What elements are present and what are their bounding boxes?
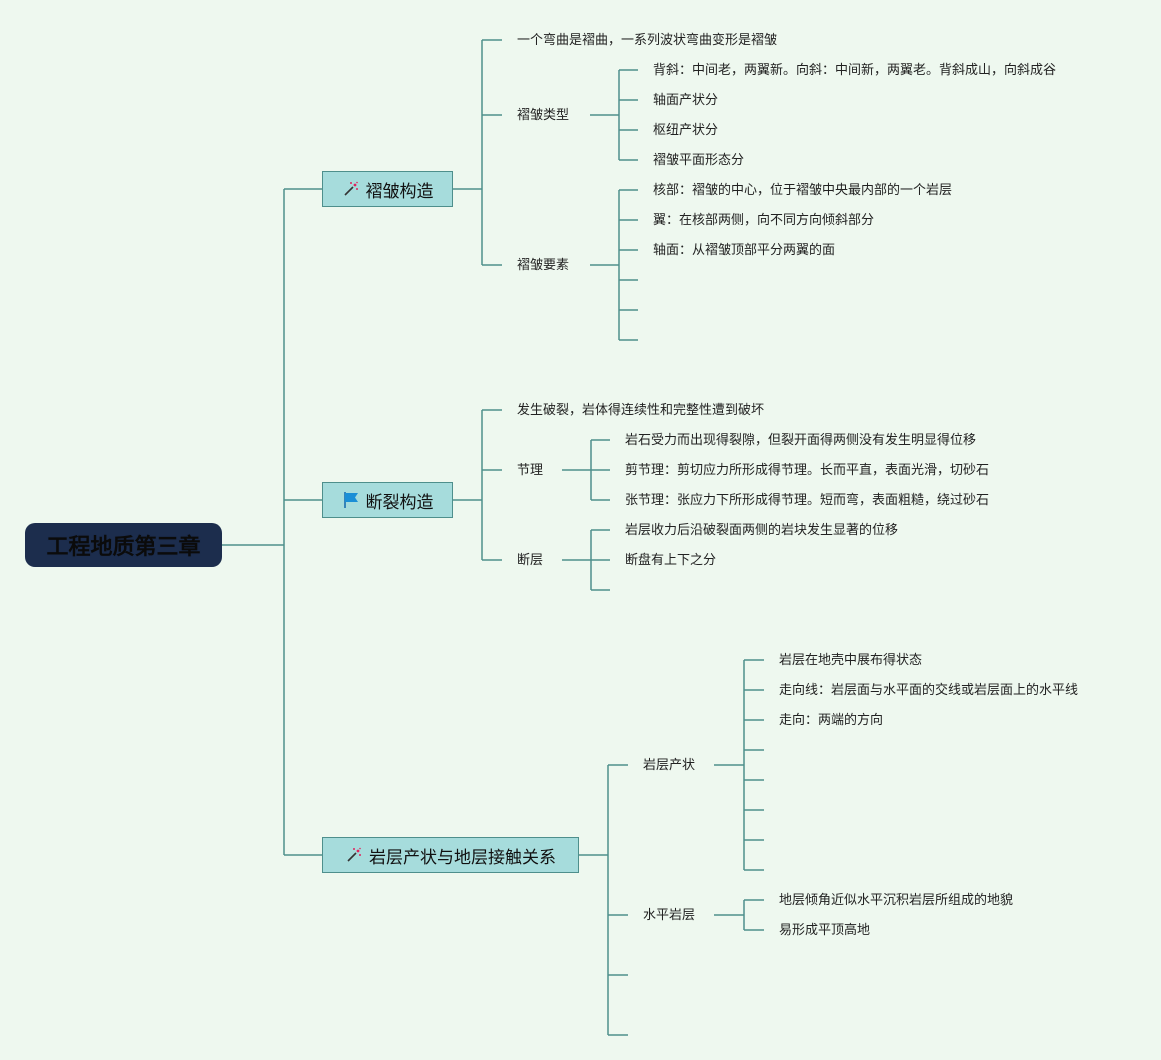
list-item[interactable]: 地层倾角近似水平沉积岩层所组成的地貌 — [779, 893, 1014, 908]
list-item[interactable]: 走向线：岩层面与水平面的交线或岩层面上的水平线 — [779, 683, 1079, 698]
list-item[interactable]: 岩石受力而出现得裂隙，但裂开面得两侧没有发生明显得位移 — [625, 433, 977, 448]
list-item[interactable]: 剪节理：剪切应力所形成得节理。长而平直，表面光滑，切砂石 — [625, 463, 990, 478]
list-item[interactable]: 枢纽产状分 — [653, 123, 719, 138]
list-item[interactable]: 走向：两端的方向 — [779, 713, 884, 728]
branch-intro[interactable]: 一个弯曲是褶曲，一系列波状弯曲变形是褶皱 — [517, 33, 778, 48]
magic-wand-icon — [342, 180, 360, 198]
branch-label: 褶皱构造 — [365, 181, 434, 202]
list-item[interactable]: 翼：在核部两侧，向不同方向倾斜部分 — [653, 213, 875, 228]
branch-label: 岩层产状与地层接触关系 — [369, 847, 556, 868]
magic-wand-icon — [345, 846, 363, 864]
list-item[interactable]: 褶皱平面形态分 — [653, 153, 745, 168]
subtopic-fold-types[interactable]: 褶皱类型 — [517, 108, 570, 123]
list-item[interactable]: 断盘有上下之分 — [625, 553, 717, 568]
list-item[interactable]: 易形成平顶高地 — [779, 923, 871, 938]
subtopic-joint[interactable]: 节理 — [517, 463, 544, 478]
subtopic-horizontal-strata[interactable]: 水平岩层 — [643, 908, 696, 923]
list-item[interactable]: 岩层在地壳中展布得状态 — [779, 653, 923, 668]
list-item[interactable]: 轴面：从褶皱顶部平分两翼的面 — [653, 243, 836, 258]
branch-fold-structure[interactable]: 褶皱构造 — [322, 171, 453, 207]
branch-intro[interactable]: 发生破裂，岩体得连续性和完整性遭到破坏 — [517, 403, 765, 418]
list-item[interactable]: 张节理：张应力下所形成得节理。短而弯，表面粗糙，绕过砂石 — [625, 493, 990, 508]
flag-icon — [342, 491, 360, 509]
branch-fracture-structure[interactable]: 断裂构造 — [322, 482, 453, 518]
list-item[interactable]: 岩层收力后沿破裂面两侧的岩块发生显著的位移 — [625, 523, 899, 538]
subtopic-fault[interactable]: 断层 — [517, 553, 544, 568]
root-topic-label: 工程地质第三章 — [46, 535, 201, 560]
subtopic-fold-elements[interactable]: 褶皱要素 — [517, 258, 570, 273]
branch-stratum-attitude[interactable]: 岩层产状与地层接触关系 — [322, 837, 579, 873]
list-item[interactable]: 核部：褶皱的中心，位于褶皱中央最内部的一个岩层 — [653, 183, 953, 198]
list-item[interactable]: 背斜：中间老，两翼新。向斜：中间新，两翼老。背斜成山，向斜成谷 — [653, 63, 1057, 78]
branch-label: 断裂构造 — [365, 492, 434, 513]
root-topic[interactable]: 工程地质第三章 — [25, 523, 222, 567]
subtopic-attitude[interactable]: 岩层产状 — [643, 758, 696, 773]
list-item[interactable]: 轴面产状分 — [653, 93, 719, 108]
